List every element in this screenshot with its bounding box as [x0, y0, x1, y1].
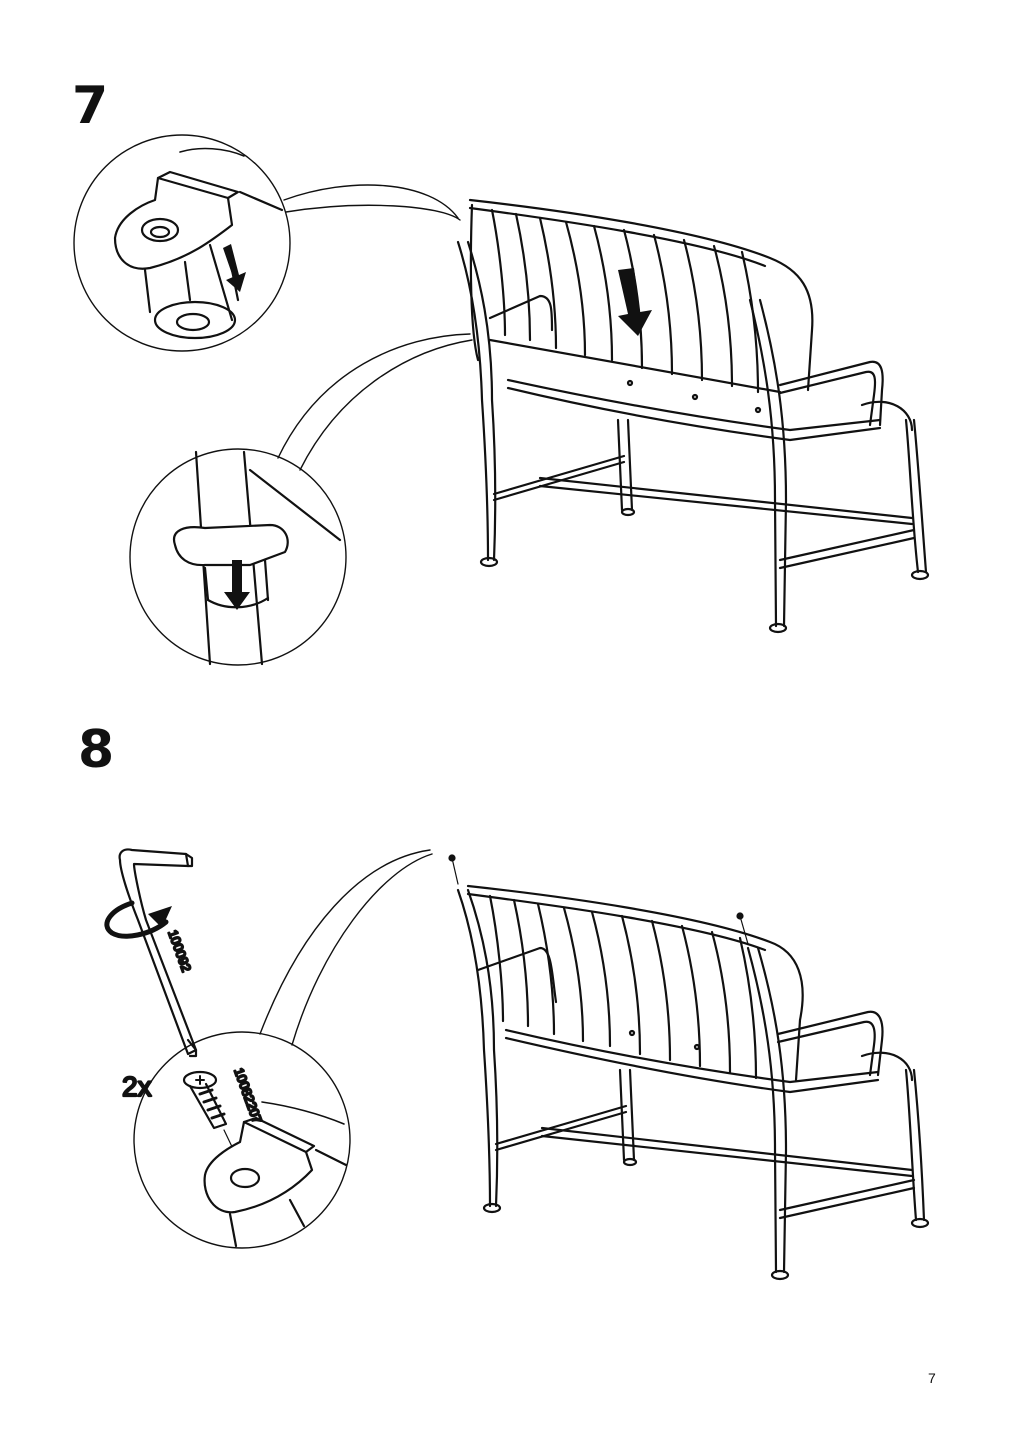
step-8-number: 8	[78, 720, 115, 780]
screw-part-number: 10082207	[231, 1066, 265, 1125]
downward-arrow-icon	[223, 244, 246, 292]
step-7-number: 7	[72, 76, 109, 136]
downward-arrow-icon	[224, 560, 250, 610]
step-8-detail	[133, 849, 433, 1249]
downward-arrow-icon	[618, 268, 652, 336]
bench-illustration	[448, 854, 930, 1281]
rotation-arrow-icon	[104, 900, 172, 939]
screw-icon	[182, 1070, 228, 1130]
tool-part-number: 100092	[165, 928, 194, 974]
allen-key-icon	[118, 848, 198, 1058]
quantity-label: 2x	[122, 1071, 152, 1102]
step-7-detail-top	[73, 134, 461, 352]
step-7-detail-bottom	[129, 333, 473, 666]
bench-illustration	[456, 198, 930, 634]
page-number: 7	[928, 1370, 936, 1386]
